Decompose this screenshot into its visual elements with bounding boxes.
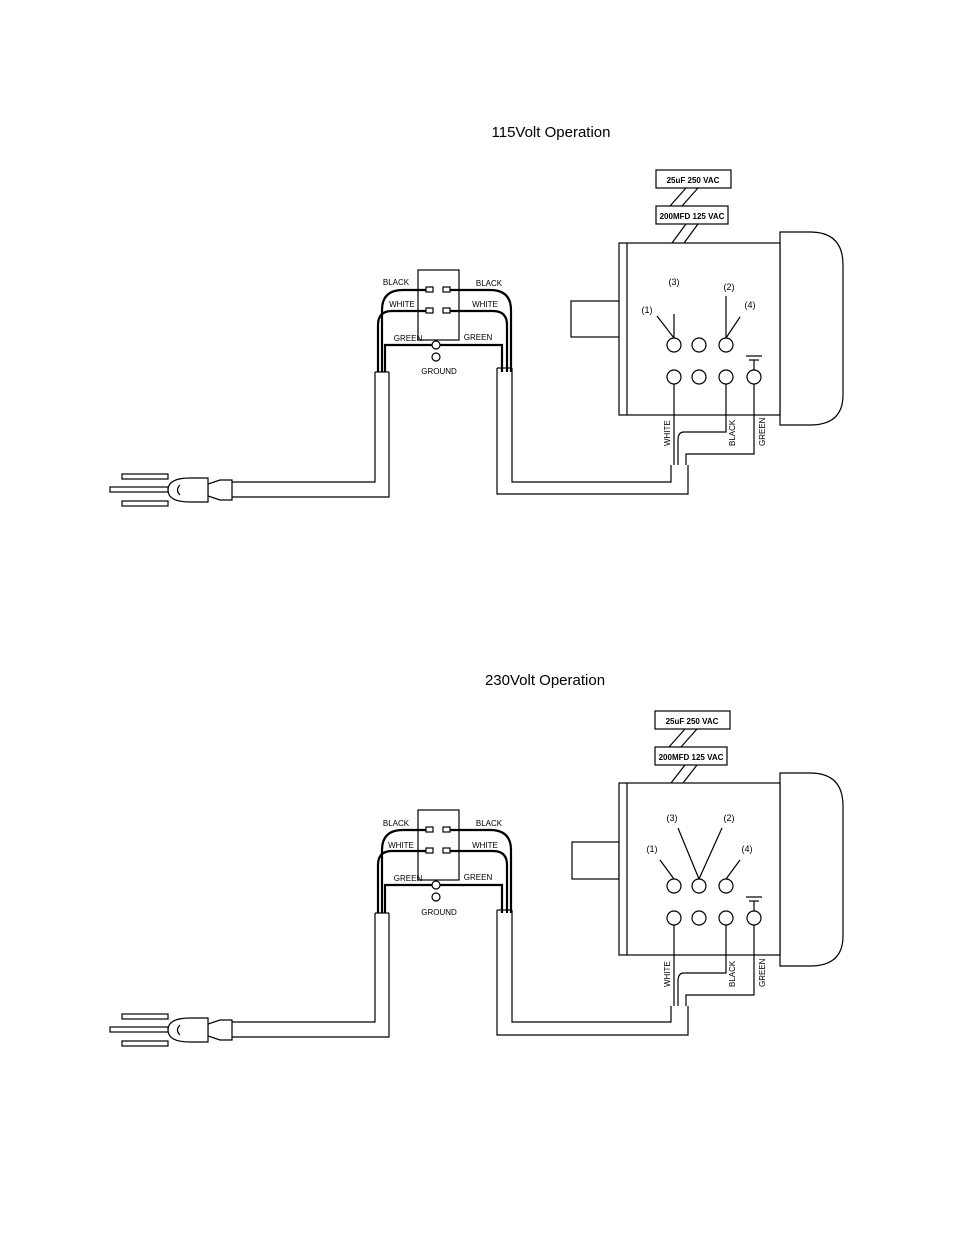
motor-body	[619, 783, 780, 955]
motor-shaft	[571, 301, 620, 337]
capacitor-200mfd: 200MFD 125 VAC	[656, 206, 728, 224]
terminal-label-1: (1)	[647, 844, 658, 854]
wire-label-white: WHITE	[663, 961, 672, 987]
capacitor-lead	[671, 765, 685, 783]
capacitor-200mfd: 200MFD 125 VAC	[655, 747, 727, 765]
label-white-left: WHITE	[389, 300, 415, 309]
terminal-label-4: (4)	[745, 300, 756, 310]
capacitor-lead	[684, 224, 698, 243]
label-green-right: GREEN	[464, 333, 493, 342]
terminal-post	[667, 370, 681, 384]
terminal-post	[692, 911, 706, 925]
capacitor-200mfd-label: 200MFD 125 VAC	[660, 212, 725, 221]
plug-ground-prong	[110, 1027, 168, 1032]
switch-terminal	[426, 848, 433, 853]
label-ground: GROUND	[421, 908, 457, 917]
motor	[571, 232, 843, 425]
motor-body	[619, 243, 780, 415]
label-white-right: WHITE	[472, 300, 498, 309]
plug-prong	[122, 501, 168, 506]
motor	[572, 773, 843, 966]
wire-label-black: BLACK	[728, 419, 737, 446]
terminal-post	[719, 338, 733, 352]
terminal-post	[692, 879, 706, 893]
label-black-left: BLACK	[383, 278, 410, 287]
capacitor-25uf: 25uF 250 VAC	[656, 170, 731, 188]
switch-terminal	[443, 827, 450, 832]
capacitor-200mfd-label: 200MFD 125 VAC	[659, 753, 724, 762]
plug-prong	[122, 1041, 168, 1046]
switch-box	[418, 810, 459, 880]
capacitor-25uf-label: 25uF 250 VAC	[666, 717, 719, 726]
diagram-230v: 230Volt Operation 25uF 250 VAC 200MFD 12…	[110, 672, 843, 1046]
capacitor-25uf: 25uF 250 VAC	[655, 711, 730, 729]
diagram-title: 115Volt Operation	[492, 124, 611, 141]
power-switch: BLACK BLACK WHITE WHITE GREEN GREEN GROU…	[383, 270, 503, 376]
plug-strain-relief	[208, 1020, 232, 1040]
terminal-label-3: (3)	[667, 813, 678, 823]
power-cord	[232, 372, 375, 482]
terminal-post-ground	[747, 370, 761, 384]
label-black-right: BLACK	[476, 819, 503, 828]
terminal-post	[667, 879, 681, 893]
label-white-right: WHITE	[472, 841, 498, 850]
terminal-post	[692, 370, 706, 384]
plug-prong	[122, 1014, 168, 1019]
plug-strain-relief	[208, 480, 232, 500]
wire-label-green: GREEN	[758, 417, 767, 446]
wire-label-white: WHITE	[663, 420, 672, 446]
capacitor-lead	[672, 224, 686, 243]
switch-terminal	[426, 827, 433, 832]
label-white-left: WHITE	[388, 841, 414, 850]
diagram-title: 230Volt Operation	[485, 672, 605, 689]
plug-prong	[122, 474, 168, 479]
terminal-post	[692, 338, 706, 352]
switch-terminal	[426, 308, 433, 313]
wire-label-black: BLACK	[728, 960, 737, 987]
terminal-label-2: (2)	[724, 282, 735, 292]
terminal-post	[667, 338, 681, 352]
terminal-post	[719, 879, 733, 893]
motor-end-cap	[780, 232, 843, 425]
label-black-left: BLACK	[383, 819, 410, 828]
switch-terminal	[443, 287, 450, 292]
plug-body	[168, 1018, 208, 1042]
terminal-label-2: (2)	[724, 813, 735, 823]
label-green-right: GREEN	[464, 873, 493, 882]
capacitor-lead	[683, 765, 697, 783]
ground-symbol-icon	[432, 893, 440, 901]
power-cord	[232, 913, 389, 1037]
switch-terminal	[443, 308, 450, 313]
switch-terminal	[443, 848, 450, 853]
diagram-115v: 115Volt Operation 25uF 250 VAC 200MFD 12…	[110, 124, 843, 506]
plug-ground-prong	[110, 487, 168, 492]
label-green-left: GREEN	[394, 334, 423, 343]
power-cord	[232, 372, 389, 497]
switch-box	[418, 270, 459, 340]
wire-label-green: GREEN	[758, 958, 767, 987]
motor-end-cap	[780, 773, 843, 966]
ground-screw	[432, 881, 440, 889]
motor-shaft	[572, 842, 619, 879]
terminal-label-3: (3)	[669, 277, 680, 287]
power-plug	[110, 1014, 232, 1046]
power-switch: BLACK BLACK WHITE WHITE GREEN GREEN GROU…	[383, 810, 503, 917]
label-black-right: BLACK	[476, 279, 503, 288]
label-green-left: GREEN	[394, 874, 423, 883]
plug-body	[168, 478, 208, 502]
ground-screw	[432, 341, 440, 349]
terminal-post	[719, 370, 733, 384]
label-ground: GROUND	[421, 367, 457, 376]
terminal-post	[719, 911, 733, 925]
power-cord	[232, 913, 375, 1022]
ground-symbol-icon	[432, 353, 440, 361]
terminal-label-4: (4)	[742, 844, 753, 854]
terminal-post-ground	[747, 911, 761, 925]
switch-terminal	[426, 287, 433, 292]
capacitor-25uf-label: 25uF 250 VAC	[667, 176, 720, 185]
power-plug	[110, 474, 232, 506]
terminal-label-1: (1)	[642, 305, 653, 315]
terminal-post	[667, 911, 681, 925]
